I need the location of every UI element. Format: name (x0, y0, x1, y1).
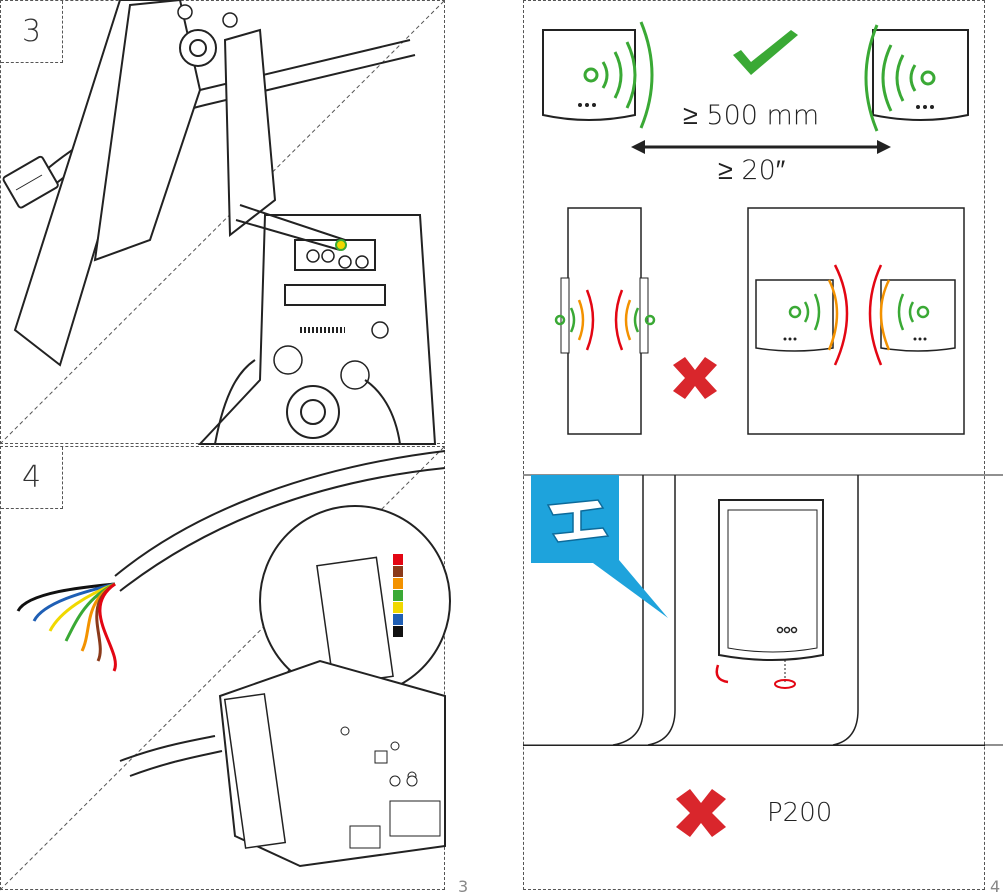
wire-6 (100, 584, 116, 671)
wire-fan (18, 584, 115, 671)
terminal-color-0 (393, 554, 403, 565)
terminal-color-4 (393, 602, 403, 613)
terminal-wiring-illustration (0, 446, 445, 890)
p200-label: P200 (767, 798, 832, 828)
terminal-color-3 (393, 590, 403, 601)
terminal-color-2 (393, 578, 403, 589)
distance-metric-label: ≥ 500 mm (683, 100, 819, 131)
interference-diagram (523, 200, 1003, 440)
checkmark-icon (733, 30, 798, 75)
page-number-left: 3 (458, 877, 468, 896)
reader-right (866, 25, 968, 131)
cross-icon (673, 357, 717, 399)
distance-imperial-label: ≥ 20″ (718, 155, 785, 186)
page-number-right: 4 (990, 877, 1000, 896)
cross-icon (676, 789, 726, 837)
terminal-color-6 (393, 626, 403, 637)
rj45-plug-icon (2, 156, 58, 209)
metal-mount-diagram (523, 470, 1003, 750)
reader-left (543, 22, 652, 128)
wire-stripper-illustration (0, 0, 445, 444)
p200-panel (523, 745, 985, 890)
terminal-color-1 (393, 566, 403, 577)
terminal-color-5 (393, 614, 403, 625)
